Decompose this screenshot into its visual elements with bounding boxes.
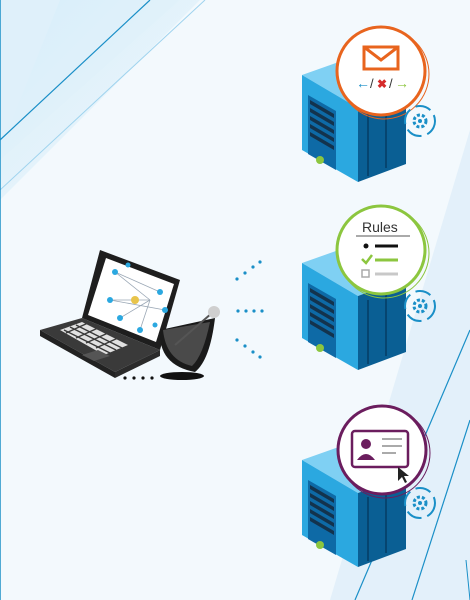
server-2	[302, 246, 406, 370]
wireless-signal-icon	[235, 260, 264, 359]
gear-icon	[404, 487, 436, 519]
rules-title: Rules	[362, 219, 398, 235]
id-card-icon	[336, 404, 431, 499]
laptop-icon	[40, 250, 180, 378]
svg-text:/: /	[370, 76, 374, 91]
satellite-dish-icon	[159, 306, 220, 380]
rules-checklist-icon	[335, 204, 430, 299]
svg-text:→: →	[395, 75, 409, 91]
svg-text:/: /	[389, 76, 393, 91]
svg-text:←: ←	[356, 75, 370, 91]
gear-icon	[404, 290, 436, 322]
gear-icon	[404, 105, 436, 137]
svg-text:✖: ✖	[377, 77, 387, 91]
server-3	[302, 443, 406, 567]
email-filter-icon: ← / ✖ / →	[335, 25, 430, 120]
dotted-connector	[123, 376, 154, 380]
